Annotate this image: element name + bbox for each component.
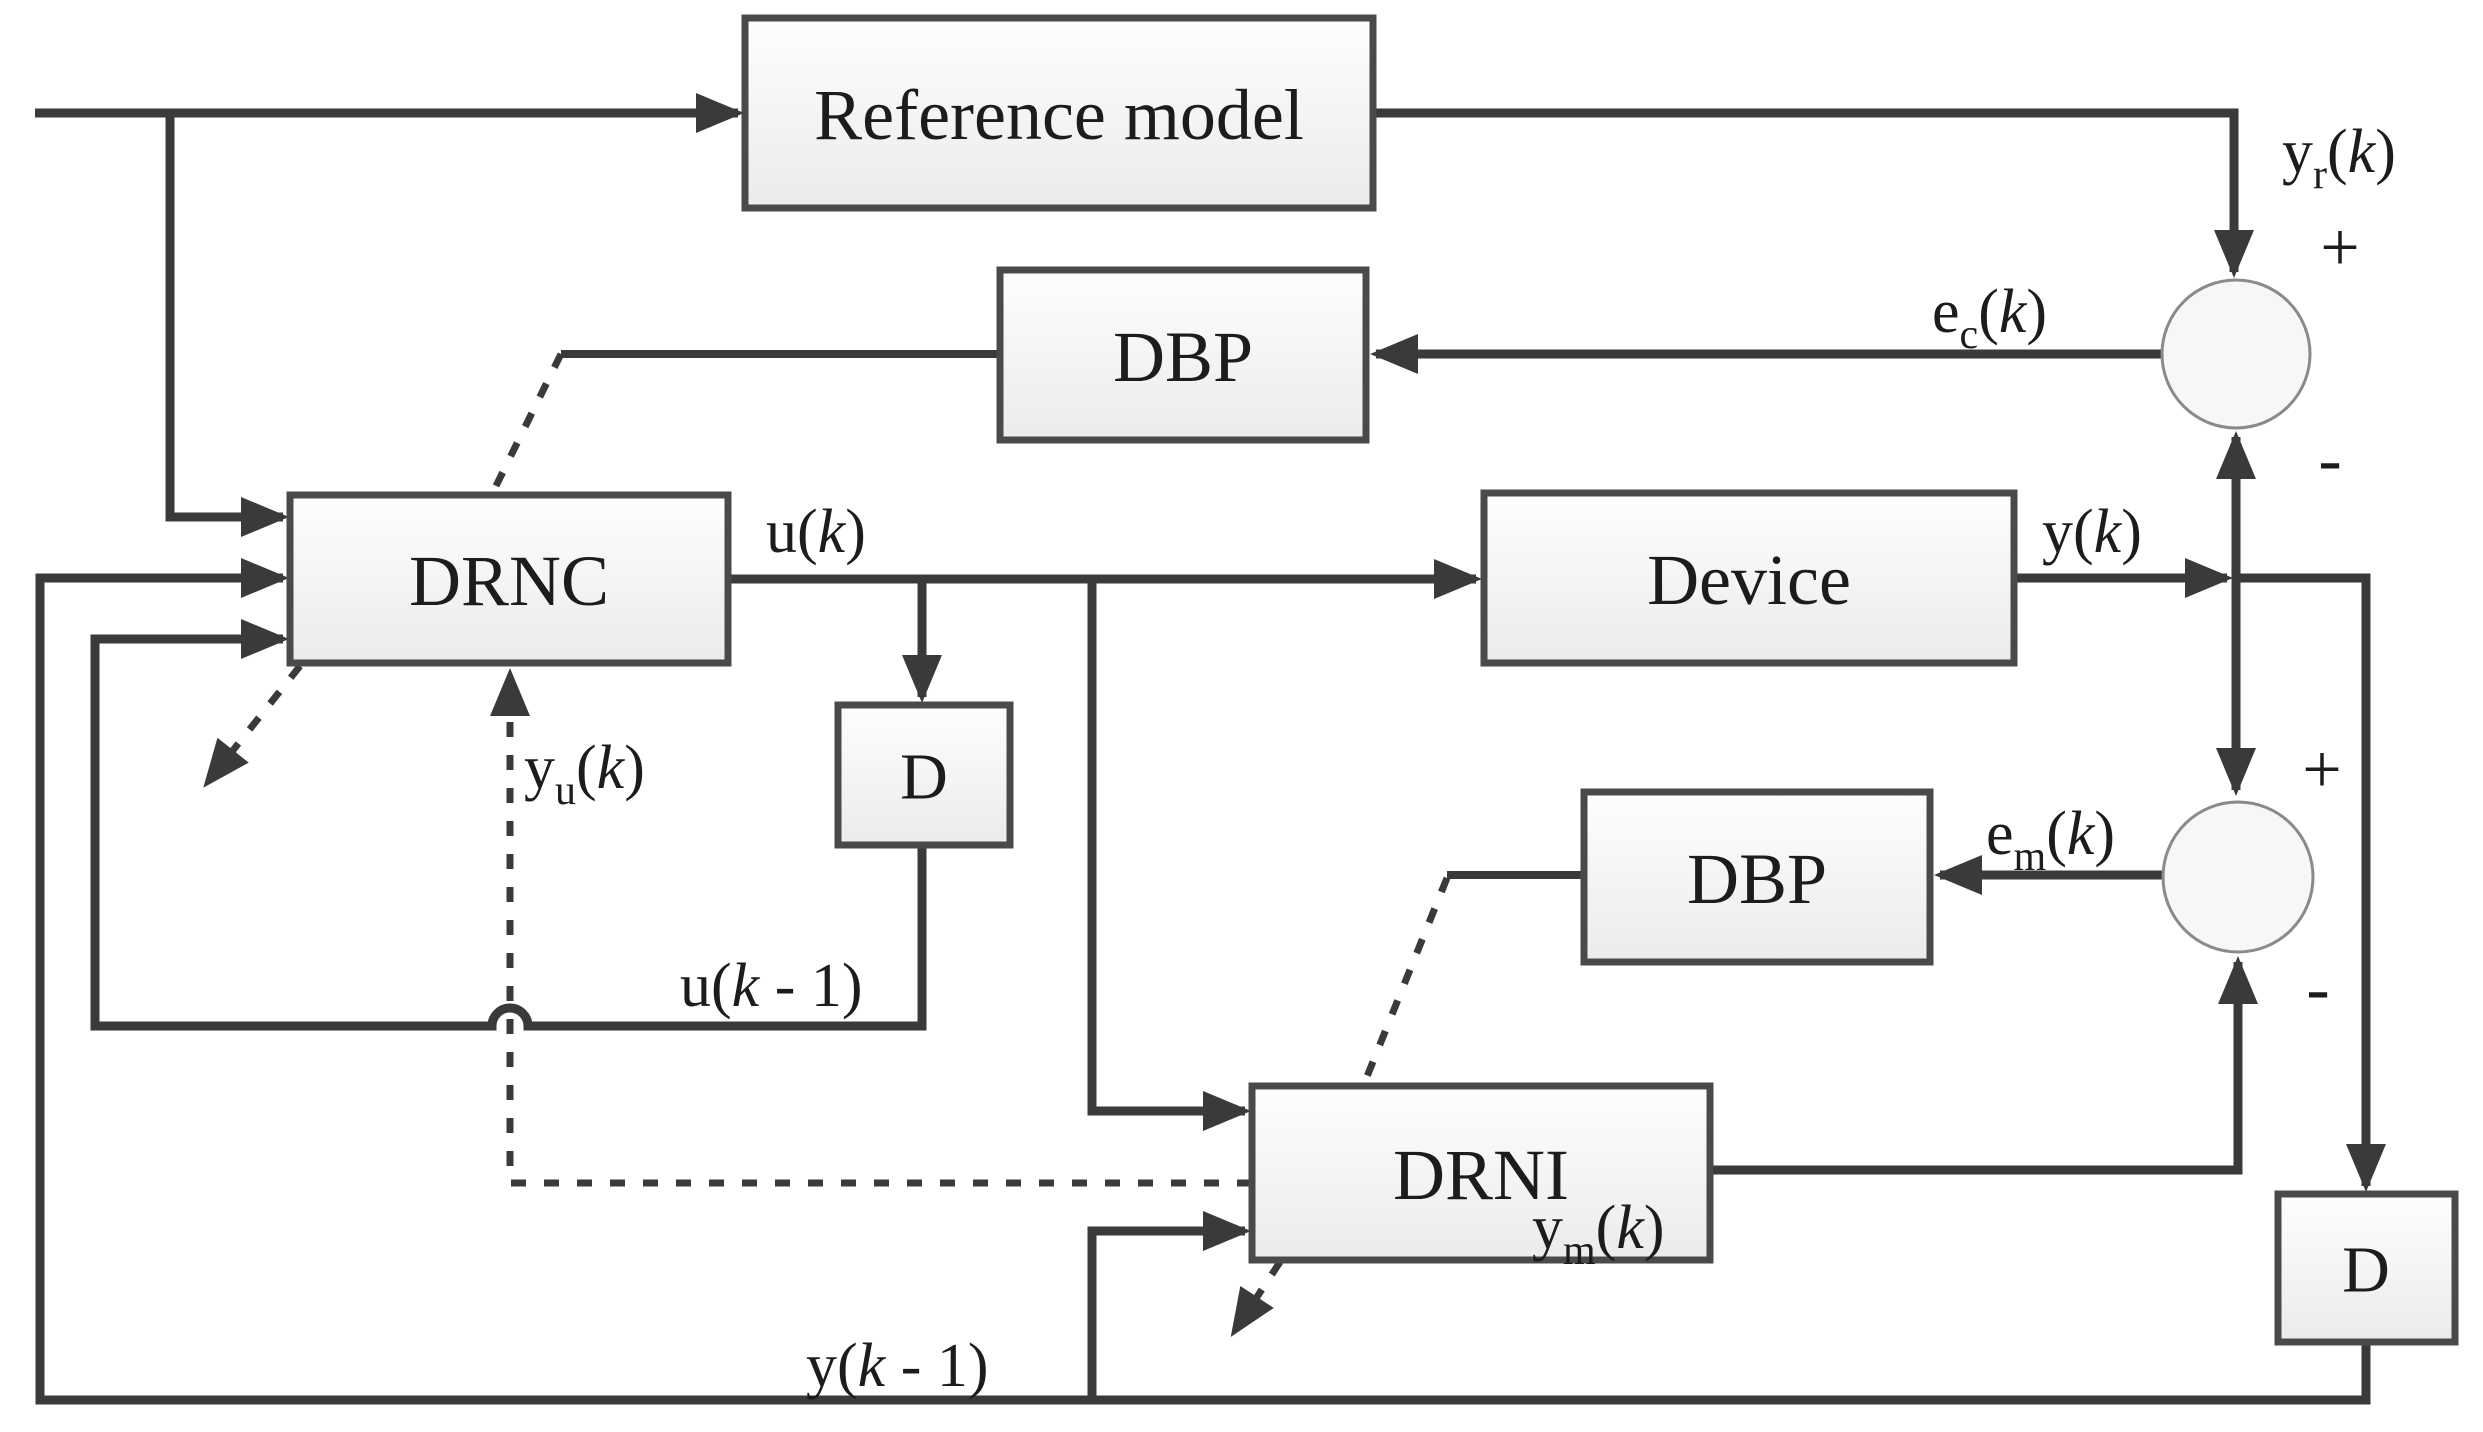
block-device: Device: [1480, 489, 2018, 667]
block-dbp-top: DBP: [996, 266, 1370, 444]
dashed-link-dbp-bottom-to-drni: [1360, 876, 1451, 1086]
block-reference-model: Reference model: [741, 14, 1377, 212]
drnc-box: [286, 491, 732, 667]
drnc-label: DRNC: [409, 541, 609, 621]
dbp-top-box: [996, 266, 1370, 444]
label-em: em(k): [1986, 800, 2115, 880]
sum-top-plus-sign: +: [2320, 210, 2359, 287]
dbp-bottom-box: [1580, 788, 1934, 966]
label-ym: ym(k): [1532, 1194, 1665, 1274]
dbp-bottom-label: DBP: [1687, 839, 1827, 919]
device-label: Device: [1647, 540, 1851, 620]
delay-right-label: D: [2342, 1234, 2390, 1307]
wire-uk1-delay-to-drnc: [90, 619, 927, 1031]
wire-uk-branch-to-drni: [1087, 579, 1251, 1131]
dashed-arrow-drnc-adapt: [203, 663, 303, 788]
wire-yr-refmodel-to-top-sum: [1373, 108, 2254, 278]
wire-input-branch-to-drnc: [165, 113, 289, 537]
label-yr: yr(k): [2282, 118, 2396, 198]
sum-bottom-plus-sign: +: [2302, 732, 2341, 809]
delay-mid-label: D: [900, 741, 948, 814]
dashed-link-dbp-top-to-drnc: [490, 352, 565, 492]
wire-yk1-branch-to-drni: [1087, 1211, 1251, 1400]
label-yk1: y(k - 1): [806, 1332, 989, 1400]
block-drni: DRNI: [1248, 1082, 1714, 1264]
block-delay-mid: D: [834, 701, 1014, 849]
reference-model-box: [741, 14, 1377, 212]
block-drnc: DRNC: [286, 491, 732, 667]
summing-junction-bottom: [2161, 800, 2315, 954]
wire-yk1-feedback-loop: [35, 558, 2371, 1405]
wire-ym-drni-to-bottom-sum: [1710, 956, 2258, 1175]
reference-model-label: Reference model: [814, 75, 1304, 155]
label-yu: yu(k): [524, 734, 645, 814]
drni-box: [1248, 1082, 1714, 1264]
dbp-top-label: DBP: [1113, 317, 1253, 397]
dashed-arrow-drni-adapt: [1230, 1260, 1283, 1338]
summing-junction-top: [2160, 278, 2312, 430]
label-ec: ec(k): [1932, 278, 2047, 358]
label-yk: y(k): [2042, 498, 2142, 566]
delay-right-box: [2274, 1190, 2459, 1346]
drni-label: DRNI: [1393, 1135, 1569, 1215]
block-dbp-bottom: DBP: [1580, 788, 1934, 966]
device-box: [1480, 489, 2018, 667]
sum-top-minus-sign: -: [2318, 422, 2341, 499]
delay-mid-box: [834, 701, 1014, 849]
sum-bottom-minus-sign: -: [2306, 951, 2329, 1028]
wire-yk-to-right-delay: [2236, 573, 2386, 1192]
block-delay-right: D: [2274, 1190, 2459, 1346]
label-uk: u(k): [766, 498, 866, 566]
label-uk1: u(k - 1): [680, 952, 863, 1020]
